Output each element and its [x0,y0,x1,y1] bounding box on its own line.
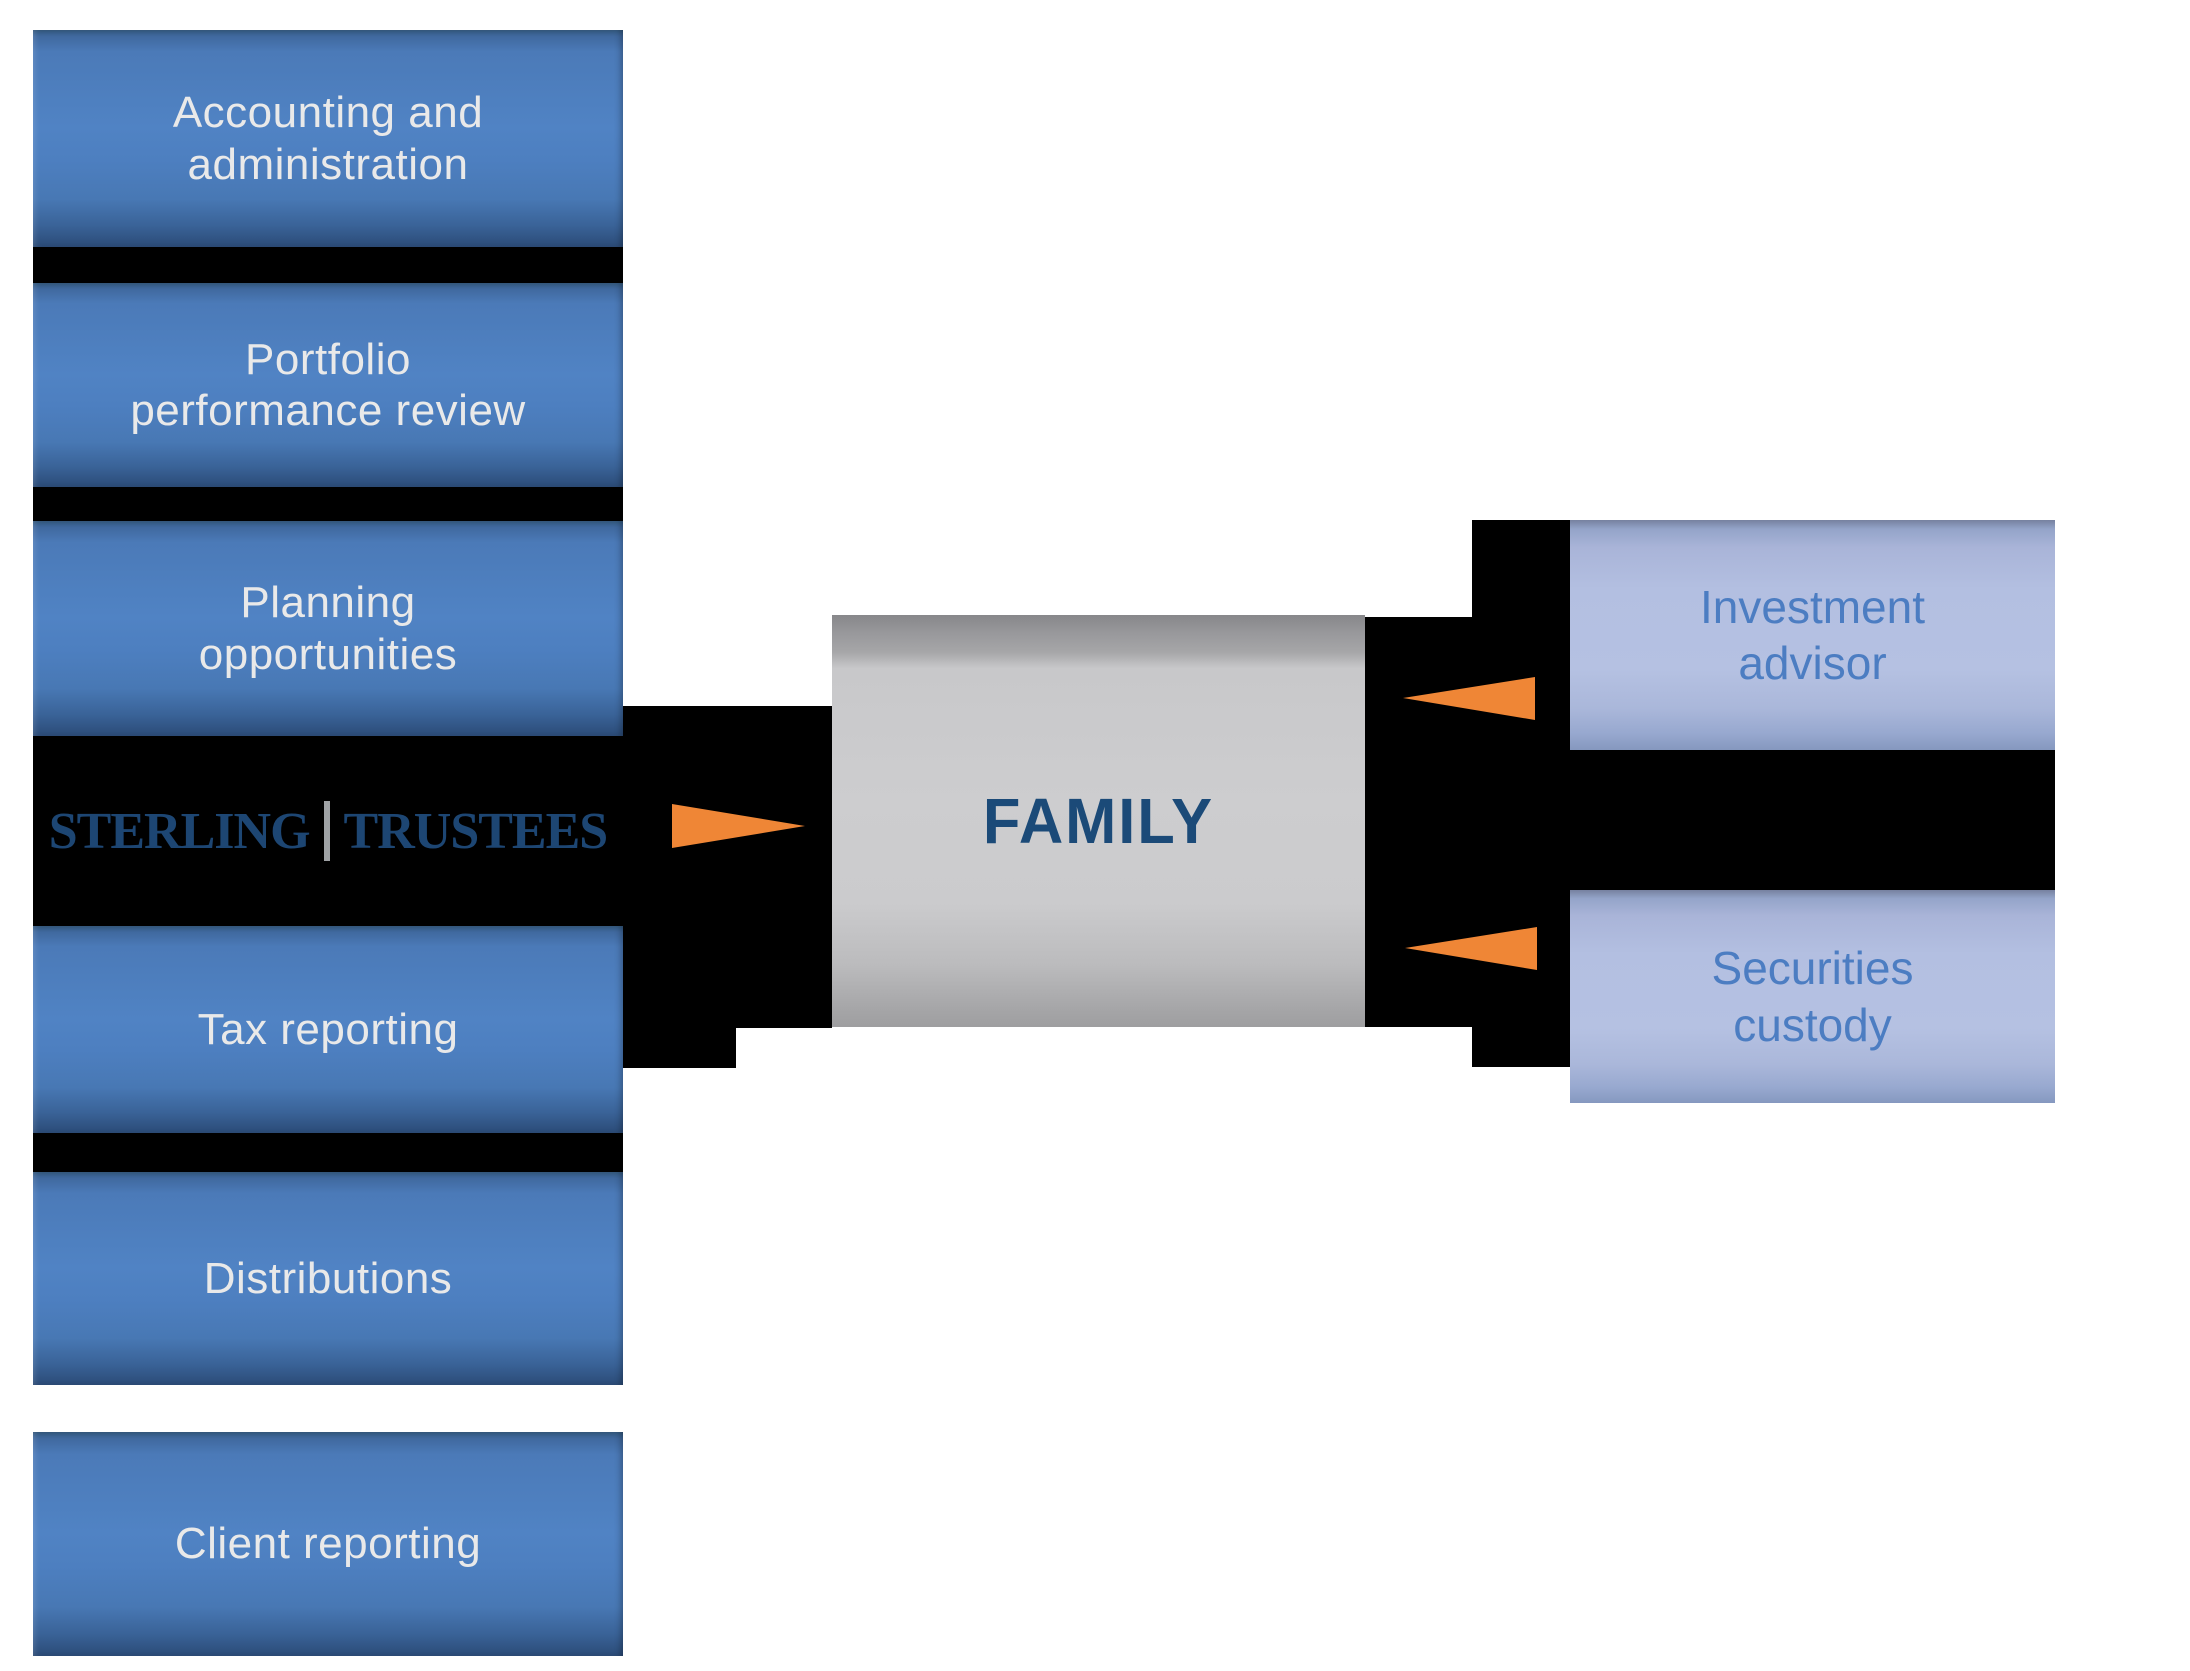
sterling-trustees-logo: STERLING TRUSTEES [33,736,623,926]
separator-bar [33,247,623,283]
service-box-distributions: Distributions [33,1172,623,1385]
service-label: Tax reporting [197,1004,459,1054]
service-box-client-reporting: Client reporting [33,1432,623,1656]
service-box-tax-reporting: Tax reporting [33,926,623,1133]
service-label: Investment advisor [1700,580,1925,689]
service-label: Client reporting [174,1519,482,1569]
family-label: FAMILY [982,785,1215,857]
service-label: Portfolio performance review [130,334,526,435]
service-box-accounting-administration: Accounting and administration [33,30,623,247]
arrow-left-icon [1405,927,1537,970]
separator-bar [33,1133,623,1172]
arrow-left-icon [1403,677,1535,720]
arrow-right-icon [672,804,805,848]
connector-right-column [1472,520,1570,1067]
family-box: FAMILY [832,615,1365,1027]
logo-divider-bar [323,801,330,861]
separator-bar [33,487,623,521]
service-box-portfolio-performance-review: Portfolio performance review [33,283,623,487]
logo-word-sterling: STERLING [48,802,311,860]
logo-word-trustees: TRUSTEES [343,802,609,860]
service-box-investment-advisor: Investment advisor [1570,520,2055,750]
connector-sterling-to-family [623,706,832,1028]
service-label: Accounting and administration [172,88,484,189]
service-box-securities-custody: Securities custody [1570,890,2055,1103]
connector-between-right-boxes [1565,750,2055,890]
service-label: Planning opportunities [198,578,458,679]
connector-sterling-to-family-foot [623,1028,736,1068]
service-label: Distributions [203,1253,453,1303]
service-box-planning-opportunities: Planning opportunities [33,521,623,736]
service-label: Securities custody [1711,942,1914,1051]
